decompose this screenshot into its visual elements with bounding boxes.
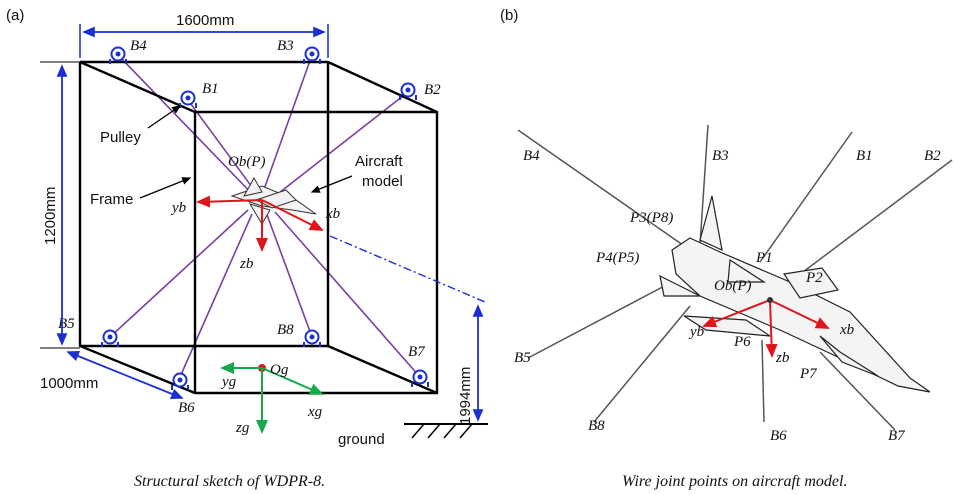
dimension-width: 1600mm [79, 12, 329, 58]
label-b7: B7 [408, 344, 426, 360]
label-xb-b: xb [839, 322, 855, 338]
label-yb-b: yb [688, 324, 705, 340]
label-wire-b7: B7 [888, 428, 906, 444]
label-wire-b6: B6 [770, 428, 787, 444]
frame-box [78, 60, 439, 395]
callouts: Pulley Frame Aircraft model Ob(P) [90, 105, 403, 208]
label-b5: B5 [58, 316, 75, 332]
label-wire-b3: B3 [712, 148, 729, 164]
label-origin-body-b: Ob(P) [714, 278, 752, 294]
label-zb-a: zb [239, 256, 254, 272]
label-xg: xg [307, 404, 323, 420]
body-axes-a [196, 195, 324, 252]
label-b2: B2 [424, 82, 441, 98]
caption-a: Structural sketch of WDPR-8. [134, 473, 325, 490]
dimension-depth: 1000mm [40, 351, 184, 399]
label-yg: yg [220, 374, 237, 390]
label-joint-p6: P6 [733, 334, 751, 350]
label-zb-b: zb [775, 350, 790, 366]
label-aircraft-line2: model [362, 173, 403, 190]
label-zg: zg [235, 420, 250, 436]
label-frame: Frame [90, 191, 133, 208]
label-joint-p2: P2 [805, 270, 823, 286]
label-joint-p3p8: P3(P8) [629, 210, 673, 226]
label-joint-p4p5: P4(P5) [595, 250, 639, 266]
wires-a [109, 54, 421, 378]
label-wire-b4: B4 [523, 148, 540, 164]
label-og: Og [270, 362, 289, 378]
panel-b: (b) B4 B3 B1 B2 B5 B8 B6 B7 [500, 7, 953, 490]
body-axes-b [702, 299, 830, 358]
label-dim-ground: 1994mm [457, 367, 474, 425]
pulley-labels: B4 B3 B1 B2 B5 B8 B7 B6 [58, 38, 441, 416]
label-dim-height: 1200mm [42, 187, 59, 245]
label-ground: ground [338, 431, 385, 448]
aircraft-model-a [230, 176, 317, 225]
dimension-ground: 1994mm [329, 235, 486, 425]
label-b1: B1 [202, 81, 219, 97]
panel-a-tag: (a) [6, 7, 24, 24]
label-yb-a: yb [170, 200, 187, 216]
label-b4: B4 [130, 38, 147, 54]
label-wire-b5: B5 [514, 350, 531, 366]
label-wire-b1: B1 [856, 148, 873, 164]
dimension-height: 1200mm [40, 61, 80, 349]
panel-a: (a) [6, 7, 488, 490]
label-dim-depth: 1000mm [40, 375, 98, 392]
label-pulley: Pulley [100, 129, 141, 146]
ground-axes [220, 362, 324, 434]
label-wire-b8: B8 [588, 418, 605, 434]
label-aircraft-line1: Aircraft [355, 153, 403, 170]
label-dim-width: 1600mm [176, 12, 234, 29]
label-joint-p7: P7 [799, 366, 818, 382]
caption-b: Wire joint points on aircraft model. [622, 473, 847, 490]
ground-symbol: ground [338, 423, 488, 448]
label-origin-body-a: Ob(P) [228, 154, 266, 170]
wires-b [517, 124, 953, 431]
label-b8: B8 [277, 322, 294, 338]
label-xb-a: xb [325, 206, 341, 222]
aircraft-model-b [659, 195, 931, 393]
label-b6: B6 [178, 400, 195, 416]
label-b3: B3 [277, 38, 294, 54]
panel-b-tag: (b) [500, 7, 518, 24]
label-wire-b2: B2 [924, 148, 941, 164]
label-joint-p1: P1 [755, 250, 773, 266]
